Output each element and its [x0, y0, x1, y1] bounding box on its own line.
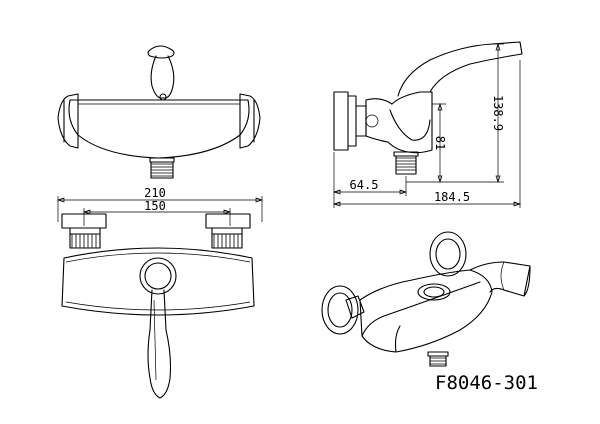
- isometric-view: [321, 231, 531, 367]
- projection-label: 184.5: [434, 190, 470, 204]
- width-dimensions: 210 150: [56, 186, 264, 226]
- total-height-label: 138.9: [491, 95, 505, 131]
- top-view: [61, 213, 255, 399]
- front-view: [57, 45, 261, 179]
- model-code: F8046-301: [435, 372, 538, 394]
- inlet-spacing-label: 150: [144, 199, 166, 213]
- body-height-label: 81: [433, 136, 447, 150]
- side-view: [333, 41, 523, 175]
- side-dimensions: 184.5 64.5 138.9 81: [332, 42, 522, 208]
- wall-to-inlet-label: 64.5: [350, 178, 379, 192]
- overall-width-label: 210: [144, 186, 166, 200]
